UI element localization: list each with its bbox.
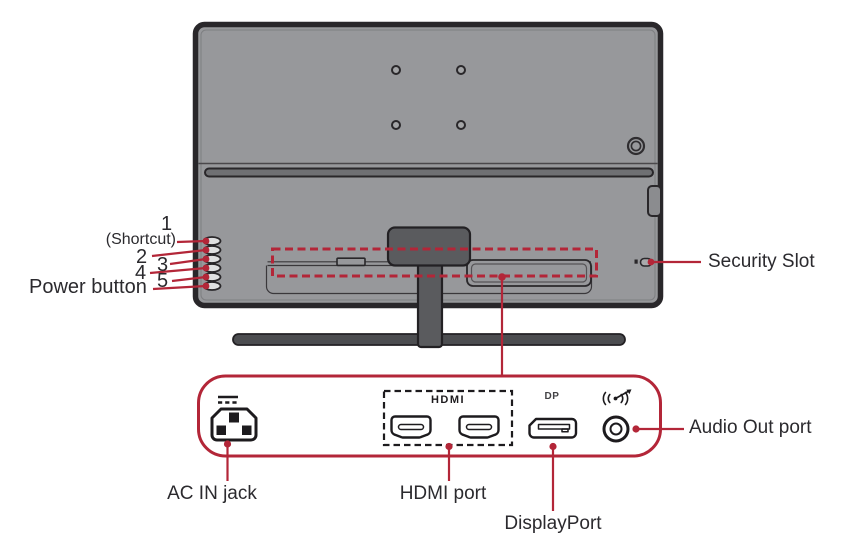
vesa-mount-holes xyxy=(391,65,466,130)
label-button-2: 2 xyxy=(136,246,148,268)
label-power-button: Power button xyxy=(29,276,147,298)
audio-jack-icon xyxy=(602,415,630,443)
label-button-4: 4 xyxy=(135,262,147,284)
stand xyxy=(232,226,626,349)
connector-bay xyxy=(466,259,592,287)
vesa-hole xyxy=(456,120,466,130)
callout-lines xyxy=(149,237,701,511)
ports-panel xyxy=(197,374,662,458)
dp-logo-text: DP xyxy=(544,391,560,402)
label-hdmi-port: HDMI port xyxy=(399,483,487,504)
side-latch-tab xyxy=(647,185,662,217)
label-displayport: DisplayPort xyxy=(504,513,602,534)
label-audio-out-port: Audio Out port xyxy=(689,417,812,438)
vent-groove xyxy=(204,167,654,178)
joystick-button xyxy=(626,136,646,156)
label-security-slot: Security Slot xyxy=(708,251,815,272)
label-button-1: 1 xyxy=(161,213,173,235)
label-shortcut: (Shortcut) xyxy=(105,231,176,248)
label-button-5: 5 xyxy=(157,270,169,292)
vesa-hole xyxy=(391,65,401,75)
vesa-hole xyxy=(391,120,401,130)
ac-inlet-icon xyxy=(210,407,258,442)
hdmi-logo-text: HDMI xyxy=(430,394,466,406)
hdmi-port-2-icon xyxy=(458,415,500,439)
cable-latch xyxy=(336,257,366,267)
stand-mount-cover xyxy=(386,226,472,267)
label-ac-in-jack: AC IN jack xyxy=(167,483,257,504)
monitor-back xyxy=(192,21,664,309)
hdmi-port-1-icon xyxy=(390,415,432,439)
ports-highlight-dashed-box xyxy=(271,247,598,278)
dc-power-symbol-icon xyxy=(218,395,238,404)
label-button-3: 3 xyxy=(157,254,169,276)
displayport-icon xyxy=(528,417,578,439)
audio-out-symbol-icon xyxy=(602,389,632,406)
vesa-hole xyxy=(456,65,466,75)
